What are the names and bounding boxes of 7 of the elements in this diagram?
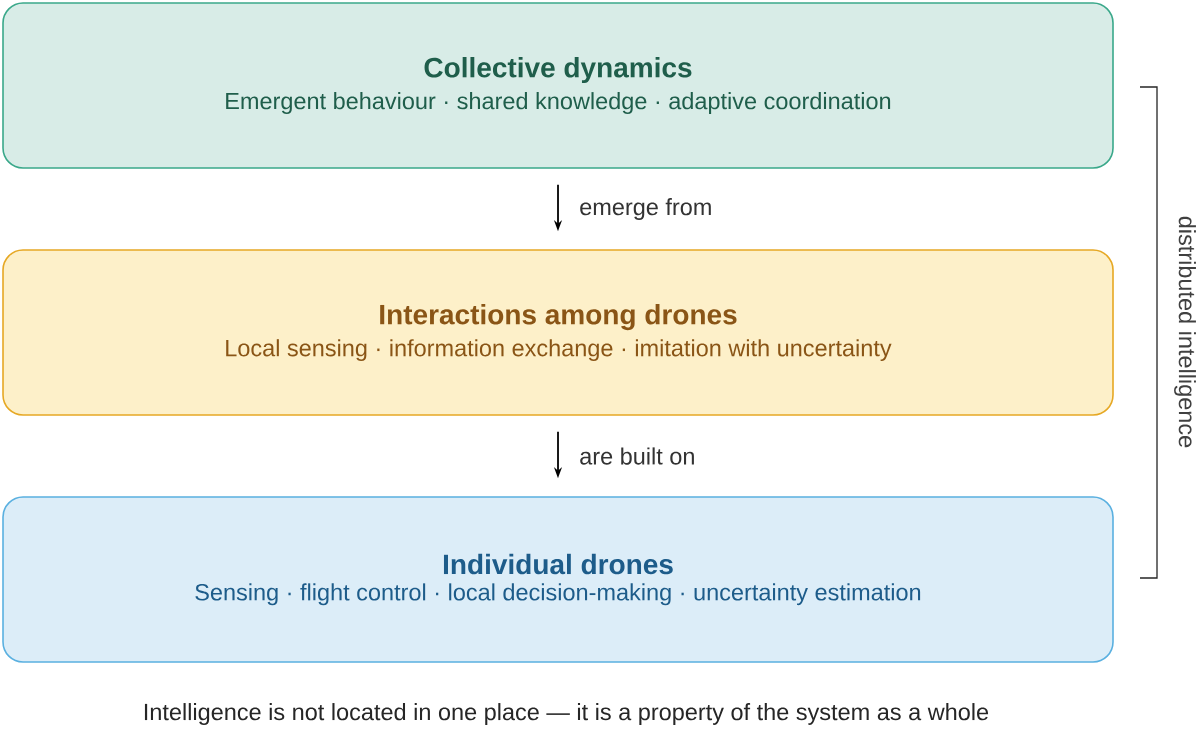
layer-box: Interactions among drones Local sensing · information exchange · imitation with uncertainty: [2, 249, 1114, 416]
caption: Intelligence is not located in one place — it is a property of the system as a whole: [144, 703, 989, 725]
layer-box: Individual drones Sensing · flight control · local decision-making · uncertainty estimation: [2, 496, 1114, 663]
edge-label: are built on: [580, 447, 694, 465]
edge-label: emerge from: [580, 198, 711, 220]
layer-box: Collective dynamics Emergent behaviour · shared knowledge · adaptive coordination: [2, 2, 1114, 169]
bracket-label: distributed intelligence: [1174, 216, 1196, 448]
